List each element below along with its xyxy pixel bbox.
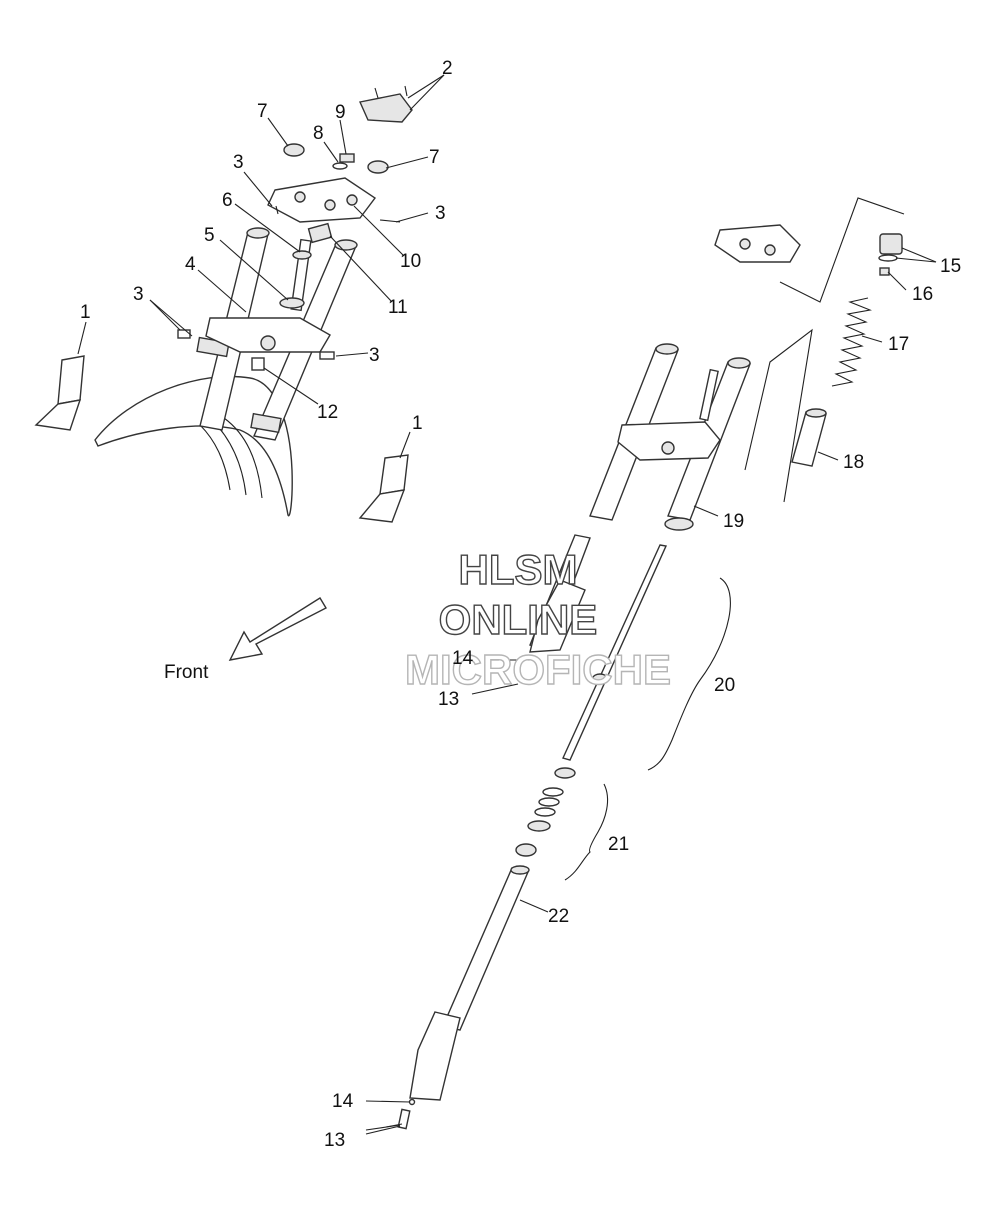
callout-14-middle: 14	[452, 648, 474, 669]
callout-7-right: 7	[429, 147, 440, 168]
fork-covers-left	[34, 355, 409, 523]
slider-lower	[397, 865, 530, 1130]
callout-17: 17	[888, 334, 909, 355]
watermark-line-2: ONLINE	[439, 596, 598, 643]
steering-stem-parts	[251, 238, 312, 371]
callout-4: 4	[185, 254, 196, 275]
leader-lines	[77, 74, 937, 1135]
watermark-line-3: MICROFICHE	[405, 646, 671, 693]
callout-labels: 1 1 2 3 3 3 3 4 5 6 7 7 8 9 10 11 12 13 …	[80, 58, 961, 1151]
slider-right-upper	[529, 534, 591, 653]
upper-cover-parts	[177, 85, 413, 360]
callout-3-left: 3	[133, 284, 144, 305]
callout-13-middle: 13	[438, 689, 459, 710]
callout-20: 20	[714, 675, 735, 696]
callout-5: 5	[204, 225, 215, 246]
bushing-set	[515, 767, 576, 857]
callout-19: 19	[723, 511, 744, 532]
callout-16: 16	[912, 284, 933, 305]
lower-triple-clamp-right	[617, 421, 721, 461]
callout-6: 6	[222, 190, 233, 211]
callout-11: 11	[388, 297, 408, 318]
watermark-line-1: HLSM	[459, 546, 578, 593]
bracket-21	[564, 783, 609, 881]
callout-13-bottom: 13	[324, 1130, 345, 1151]
callout-3-top: 3	[233, 152, 244, 173]
upper-triple-clamp-right	[714, 224, 801, 263]
callout-3-lower: 3	[369, 345, 380, 366]
callout-22: 22	[548, 906, 569, 927]
callout-10: 10	[400, 251, 421, 272]
fork-spring	[831, 297, 872, 387]
callout-9: 9	[335, 102, 346, 123]
callout-3-right: 3	[435, 203, 446, 224]
front-direction-label: Front	[164, 662, 209, 683]
callout-15: 15	[940, 256, 961, 277]
callout-14-bottom: 14	[332, 1091, 354, 1112]
damper-rod	[562, 544, 668, 761]
callout-8: 8	[313, 123, 324, 144]
fork-cap-parts	[878, 233, 903, 276]
callout-2: 2	[442, 58, 453, 79]
fender-illustration	[94, 375, 293, 517]
spacer-tube	[791, 408, 827, 467]
callout-7-left: 7	[257, 101, 268, 122]
callout-12: 12	[317, 402, 338, 423]
callout-21: 21	[608, 834, 629, 855]
upper-triple-clamp-left	[267, 177, 377, 244]
bracket-20	[647, 577, 731, 771]
front-direction-arrow	[228, 597, 327, 661]
callout-1-left: 1	[80, 302, 91, 323]
callout-1-middle: 1	[412, 413, 423, 434]
callout-18: 18	[843, 452, 864, 473]
